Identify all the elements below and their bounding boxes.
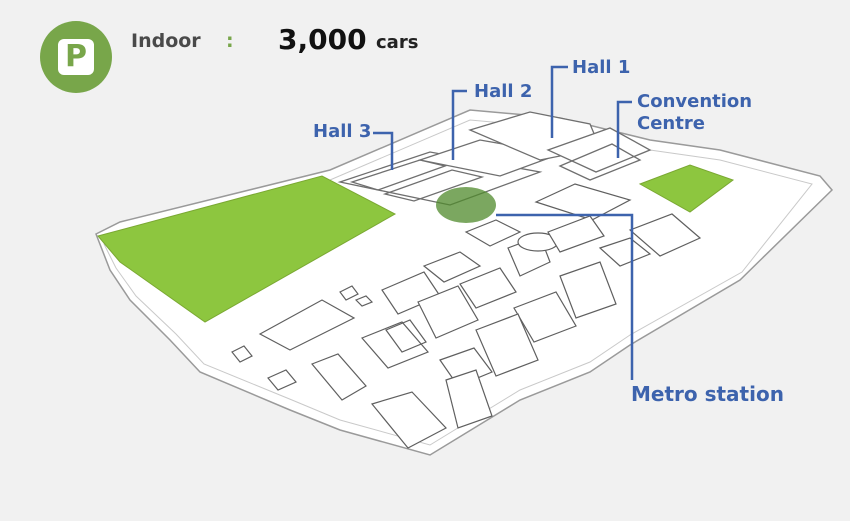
parking-unit: cars	[376, 32, 419, 53]
parking-separator: :	[226, 30, 234, 52]
parking-letter: P	[58, 39, 94, 75]
callout-leaders	[373, 65, 634, 380]
metro-station-label: Metro station	[631, 382, 784, 406]
campus-buildings	[231, 183, 702, 449]
hall-2-label: Hall 2	[474, 81, 533, 102]
convention-centre-label-line2: Centre	[637, 113, 705, 134]
hall-buildings	[337, 111, 652, 206]
parking-type-label: Indoor	[131, 30, 201, 52]
convention-centre-label-line1: Convention	[637, 91, 753, 112]
metro-station-zone	[436, 187, 496, 223]
parking-area-east	[638, 164, 735, 213]
hall-3-label: Hall 3	[313, 121, 372, 142]
parking-area-west	[97, 175, 397, 323]
hall-1-label: Hall 1	[572, 57, 631, 78]
parking-count: 3,000	[278, 23, 367, 56]
parking-icon: P	[40, 21, 112, 93]
